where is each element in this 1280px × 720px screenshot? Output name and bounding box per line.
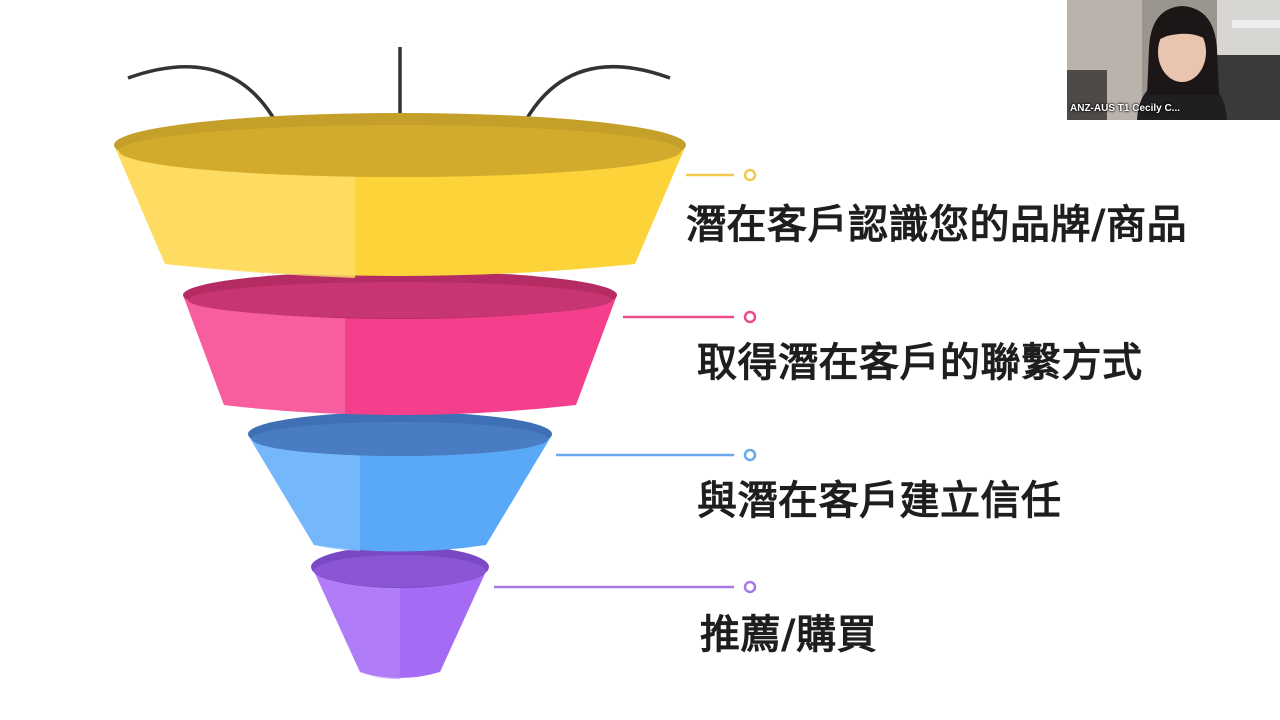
connector-3: [556, 448, 757, 462]
stage-1-label: 潛在客戶認識您的品牌/商品: [686, 202, 1188, 248]
connector-2: [623, 310, 757, 324]
connector-1: [686, 168, 757, 182]
participant-video-feed: [1067, 0, 1280, 120]
funnel-stage-1: [114, 113, 686, 278]
participant-name-label: ANZ-AUS T1 Cecily C...: [1070, 103, 1181, 114]
stage-4-label: 推薦/購買: [700, 612, 878, 658]
funnel-stage-3: [248, 412, 552, 552]
connector-4: [494, 580, 757, 594]
funnel-stage-4: [311, 546, 489, 680]
funnel-stage-2: [183, 271, 617, 415]
participant-video-tile[interactable]: ANZ-AUS T1 Cecily C...: [1067, 0, 1280, 120]
stage-2-label: 取得潛在客戶的聯繫方式: [697, 340, 1143, 386]
stage-3-label: 與潛在客戶建立信任: [697, 478, 1062, 524]
